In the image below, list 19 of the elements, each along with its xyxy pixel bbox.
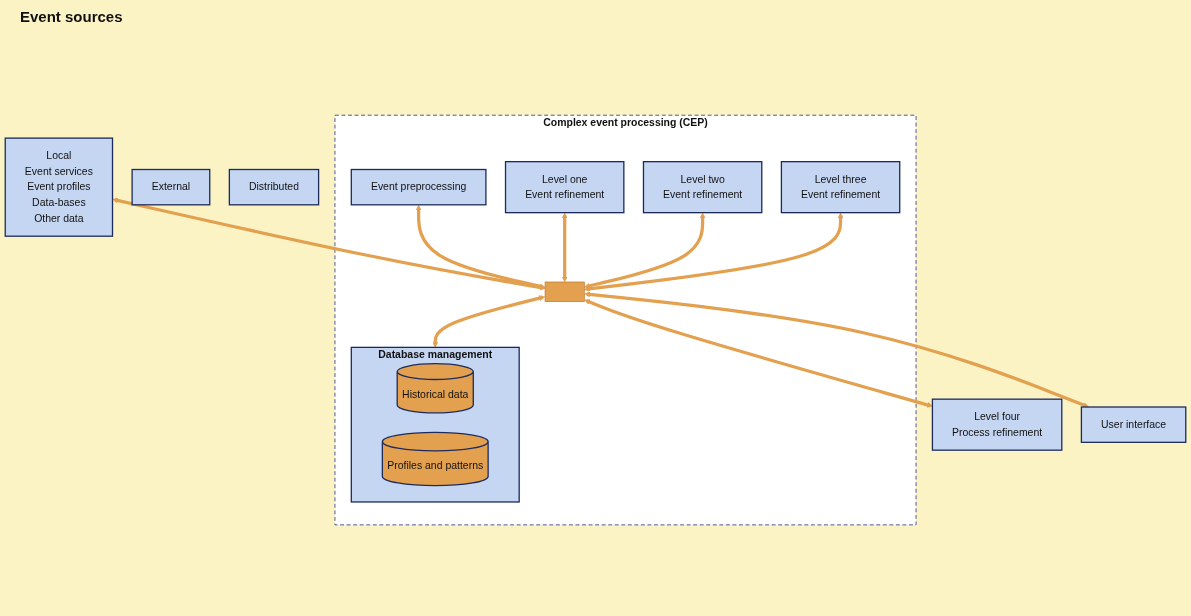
arrow [584,212,706,289]
node-box: Level three Event refinement [780,160,901,214]
node-box: External [131,168,211,206]
node-box: Level two Event refinement [642,160,763,214]
node-box: Event preprocessing [350,168,487,206]
node-box: Local Event services Event profiles Data-bases Other data [4,137,114,237]
node-box: Level four Process refinement [931,398,1063,451]
arrow [415,204,546,289]
arrow [584,299,933,408]
node-box: Distributed [228,168,320,206]
arrow [561,212,568,283]
node-box: Level one Event refinement [504,160,625,214]
node-box: User interface [1080,406,1187,443]
arrow [584,291,1089,408]
arrow [112,197,546,291]
arrow [432,295,546,348]
node-bar [544,281,585,302]
arrow [584,212,844,292]
group-heading: Event sources [20,8,123,25]
